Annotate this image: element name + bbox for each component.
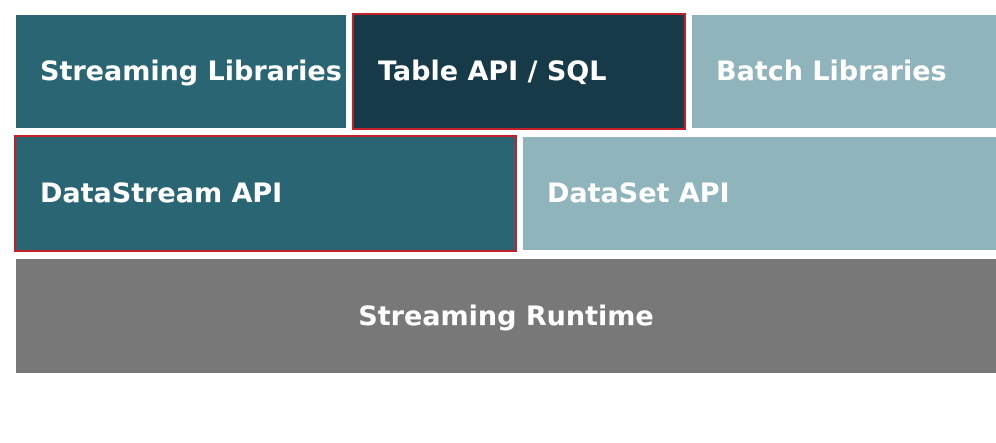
batch-libraries-block: Batch Libraries: [692, 15, 996, 128]
dataset-api-block: DataSet API: [523, 137, 996, 250]
streaming-libraries-block: Streaming Libraries: [16, 15, 346, 128]
table-api-sql-label: Table API / SQL: [378, 56, 607, 87]
streaming-runtime-block: Streaming Runtime: [16, 259, 996, 373]
batch-libraries-label: Batch Libraries: [716, 56, 947, 87]
datastream-api-block: DataStream API: [14, 135, 517, 252]
dataset-api-label: DataSet API: [547, 178, 730, 209]
datastream-api-label: DataStream API: [40, 178, 283, 209]
streaming-runtime-label: Streaming Runtime: [358, 300, 654, 332]
table-api-sql-block: Table API / SQL: [352, 13, 686, 130]
streaming-libraries-label: Streaming Libraries: [40, 56, 342, 87]
